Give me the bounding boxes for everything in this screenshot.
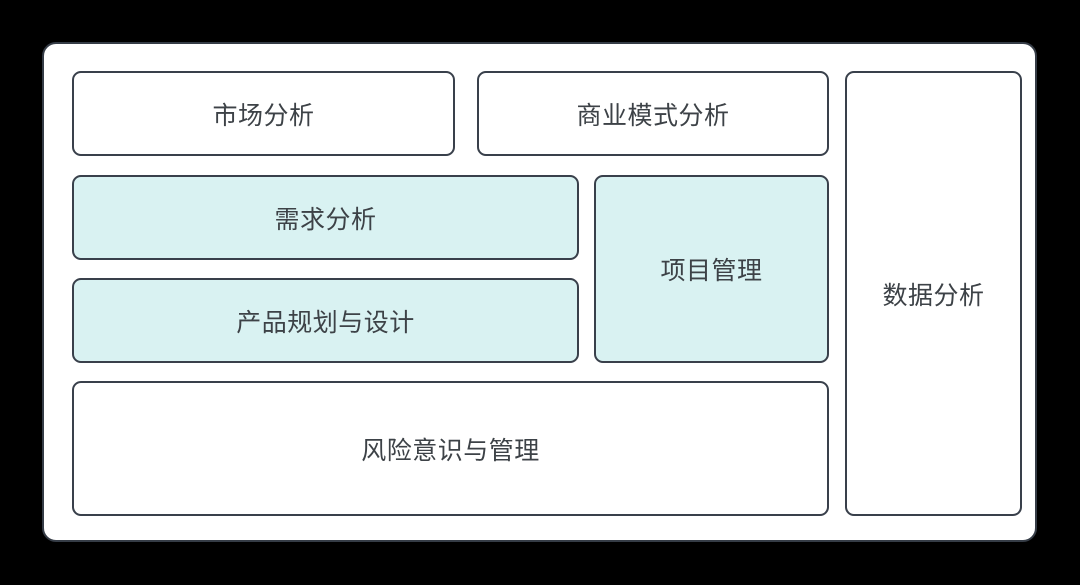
block-data-analysis-label: 数据分析 (882, 281, 985, 310)
block-requirement-analysis-label: 需求分析 (274, 205, 377, 234)
diagram-board: 市场分析 商业模式分析 需求分析 项目管理 产品规划与设计 风险意识与管理 数据… (42, 42, 1037, 542)
block-market-analysis-label: 市场分析 (212, 101, 315, 130)
block-risk-awareness-management-label: 风险意识与管理 (361, 436, 540, 465)
block-product-planning-design: 产品规划与设计 (72, 278, 579, 363)
block-data-analysis: 数据分析 (845, 71, 1022, 516)
block-project-management: 项目管理 (594, 175, 829, 363)
block-market-analysis: 市场分析 (72, 71, 455, 156)
block-product-planning-design-label: 产品规划与设计 (236, 308, 415, 337)
block-business-model-analysis: 商业模式分析 (477, 71, 829, 156)
block-project-management-label: 项目管理 (660, 257, 763, 285)
block-risk-awareness-management: 风险意识与管理 (72, 381, 829, 516)
block-requirement-analysis: 需求分析 (72, 175, 579, 260)
block-business-model-analysis-label: 商业模式分析 (576, 101, 730, 130)
